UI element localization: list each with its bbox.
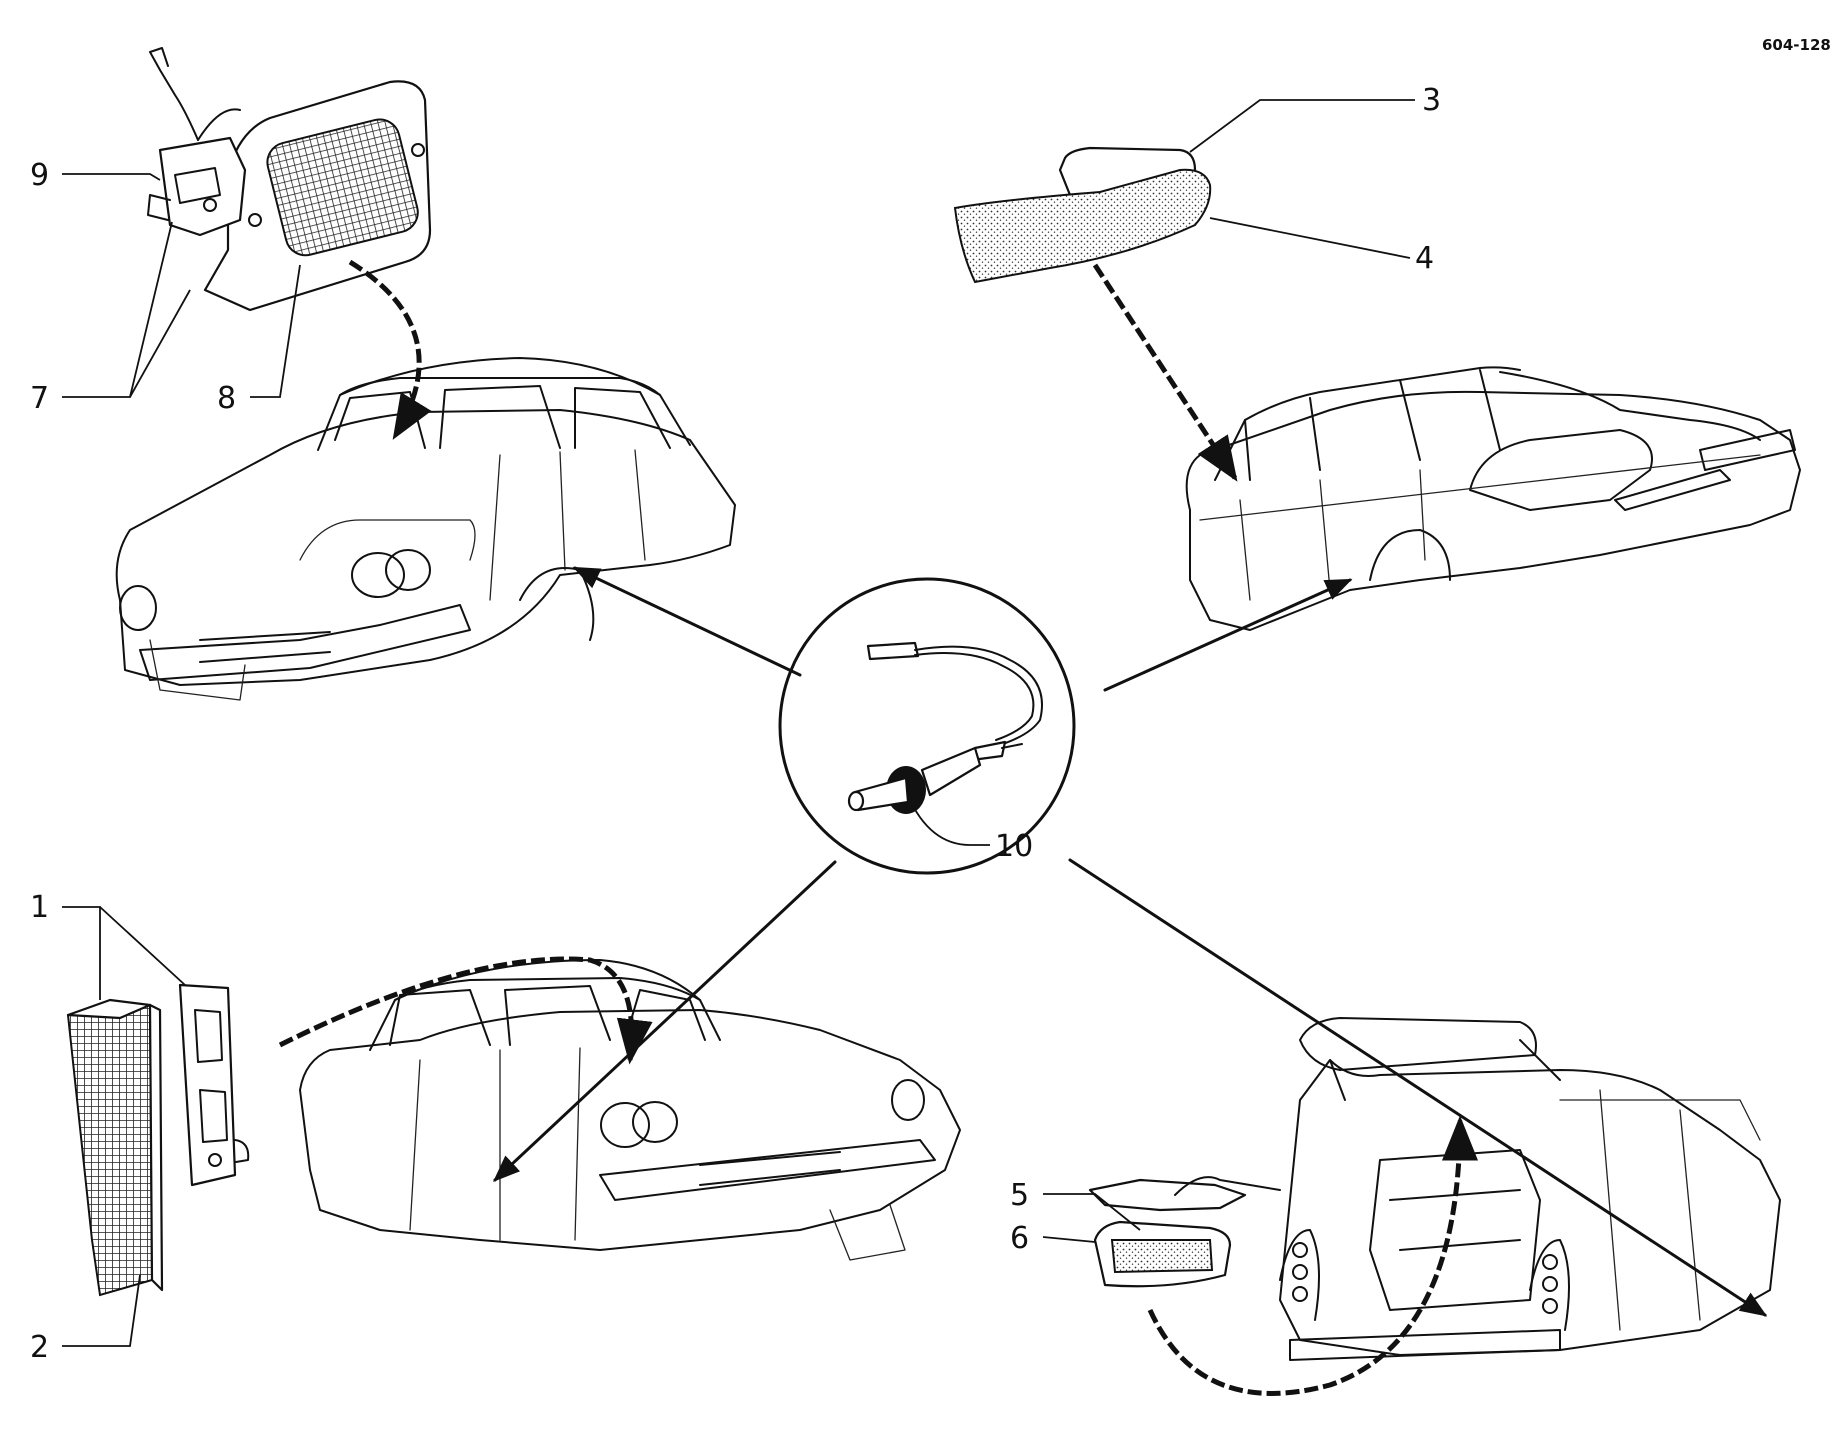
connector-lines	[493, 566, 1768, 1317]
callout-8: 8	[217, 381, 236, 416]
callout-10: 10	[995, 829, 1033, 864]
car-bottom-right	[1279, 1017, 1781, 1361]
callout-3: 3	[1422, 83, 1441, 118]
mirror-lamp-assembly	[953, 146, 1212, 284]
callout-numbers: 1 2 3 4 5 6 7 8 9 10	[30, 83, 1441, 1365]
interior-light-assembly	[147, 47, 432, 312]
callout-1: 1	[30, 890, 49, 925]
pillar-light-assembly	[66, 983, 250, 1297]
installation-arrows	[278, 259, 1478, 1396]
drawing-code: 604-128	[1762, 36, 1831, 54]
callout-7: 7	[30, 381, 49, 416]
car-top-right	[1185, 366, 1801, 631]
callout-5: 5	[1010, 1178, 1029, 1213]
switch-detail-circle	[778, 577, 1076, 875]
callout-6: 6	[1010, 1221, 1029, 1256]
callout-2: 2	[30, 1330, 49, 1365]
callout-leaders	[62, 99, 1415, 1347]
callout-4: 4	[1415, 241, 1434, 276]
car-top-left	[115, 357, 736, 701]
courtesy-light-assembly	[1088, 1176, 1281, 1288]
callout-9: 9	[30, 158, 49, 193]
